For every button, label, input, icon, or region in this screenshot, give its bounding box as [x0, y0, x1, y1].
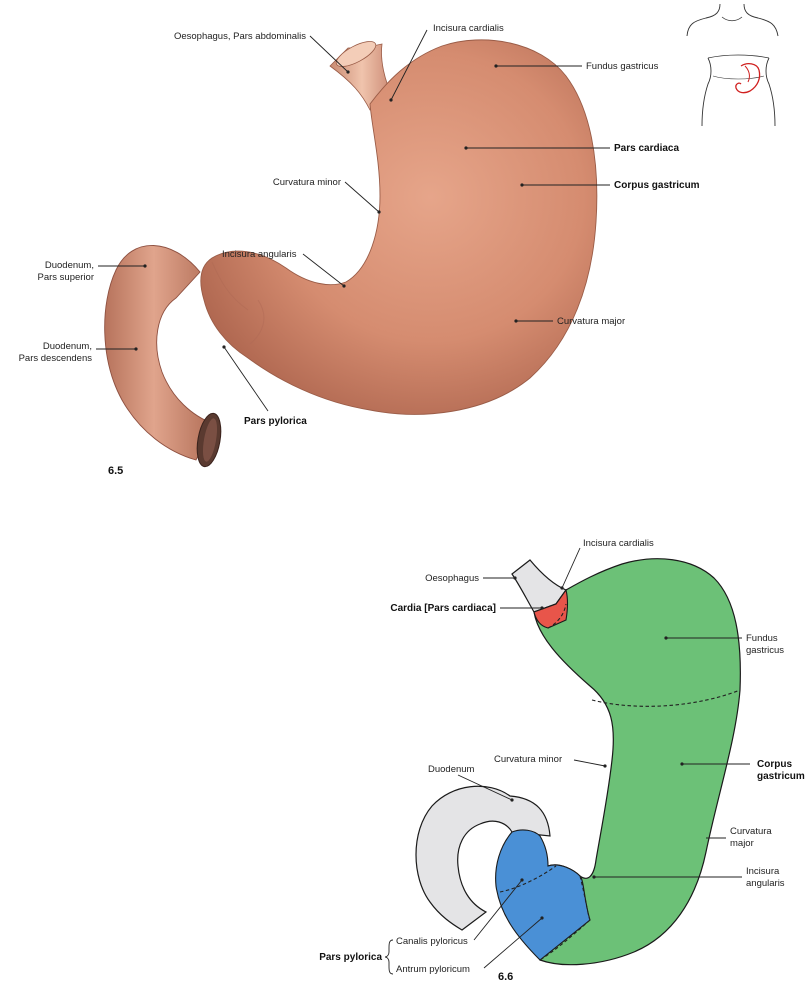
boundary-pylorus-corpus — [579, 875, 591, 921]
locator-torso — [701, 57, 712, 127]
locator-stomach-outline — [735, 63, 761, 94]
label-curvatura-minor: Curvatura minor — [273, 177, 341, 188]
pars-pylorica-brace — [384, 939, 394, 975]
label-incisura-cardialis-6-6: Incisura cardialis — [583, 538, 654, 549]
duodenum-tube — [104, 245, 215, 461]
label-pars-pylorica: Pars pylorica — [244, 416, 307, 427]
boundary-fundus-corpus — [591, 689, 741, 707]
leaders-6-6 — [457, 547, 750, 969]
label-pars-cardiaca: Pars cardiaca — [614, 143, 679, 154]
boundary-cardia — [547, 603, 567, 629]
figure-number-6-5: 6.5 — [108, 465, 123, 477]
leaders-6-5 — [96, 29, 610, 412]
label-curvatura-major: Curvatura major — [557, 316, 625, 327]
locator-neck-shoulders — [686, 3, 721, 37]
stomach-schematic — [533, 558, 741, 966]
label-curvatura-major-line2: major — [730, 838, 754, 849]
label-fundus-gastricus: Fundus gastricus — [586, 61, 659, 72]
label-oesophagus-6-6: Oesophagus — [425, 573, 479, 584]
figure-6-6: Incisura cardialis Oesophagus Cardia [Pa… — [319, 538, 805, 983]
label-fundus-line1: Fundus — [746, 633, 778, 644]
label-curvatura-major-line1: Curvatura — [730, 826, 772, 837]
label-corpus-line1: Corpus — [757, 759, 792, 770]
label-duodenum-pars-superior-line2: Pars superior — [38, 272, 95, 283]
boundary-antrum-corpus — [539, 919, 591, 961]
label-corpus-gastricum: Corpus gastricum — [614, 180, 700, 191]
label-duodenum-6-6: Duodenum — [428, 764, 475, 775]
label-cardia: Cardia [Pars cardiaca] — [390, 603, 496, 614]
figure-number-6-6: 6.6 — [498, 971, 513, 983]
label-duodenum-pars-superior-line1: Duodenum, — [45, 260, 94, 271]
label-incisura-angularis-line2: angularis — [746, 878, 785, 889]
figure-6-5: Oesophagus, Pars abdominalis Incisura ca… — [19, 3, 779, 477]
body-locator-thumbnail — [686, 3, 779, 127]
label-canalis-pyloricus: Canalis pyloricus — [396, 936, 468, 947]
stomach — [200, 39, 598, 415]
label-fundus-line2: gastricus — [746, 645, 784, 656]
label-incisura-angularis-line1: Incisura — [746, 866, 780, 877]
boundary-canalis-antrum — [499, 865, 557, 893]
label-duodenum-pars-descendens-line2: Pars descendens — [19, 353, 93, 364]
label-pars-pylorica-6-6: Pars pylorica — [319, 952, 382, 963]
label-corpus-line2: gastricum — [757, 771, 805, 782]
label-duodenum-pars-descendens-line1: Duodenum, — [43, 341, 92, 352]
label-oesophagus-pars-abdominalis: Oesophagus, Pars abdominalis — [174, 31, 306, 42]
label-incisura-angularis: Incisura angularis — [222, 249, 297, 260]
label-antrum-pyloricum: Antrum pyloricum — [396, 964, 470, 975]
label-curvatura-minor-6-6: Curvatura minor — [494, 754, 562, 765]
label-incisura-cardialis: Incisura cardialis — [433, 23, 504, 34]
